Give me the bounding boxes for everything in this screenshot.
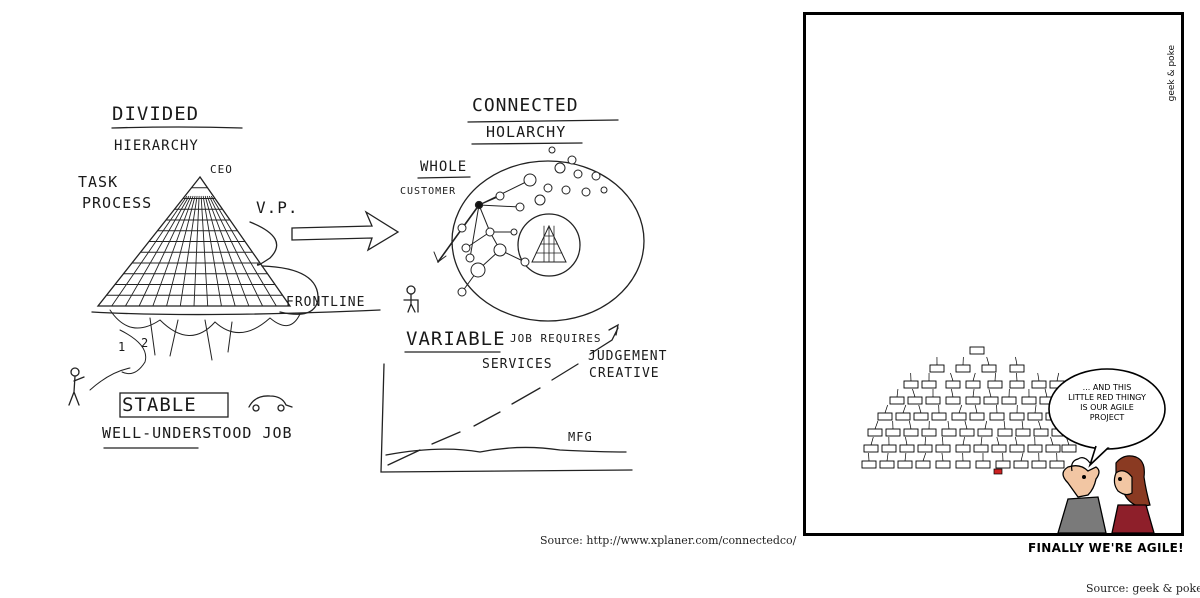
connected-underline [467, 119, 619, 123]
sketch-drawing [68, 119, 645, 473]
sketch-label-judgement: JUDGEMENT [588, 349, 668, 364]
customer-figure-icon [403, 285, 419, 313]
vp-loop [249, 221, 278, 266]
comic-drawing [861, 346, 1166, 533]
tangle [109, 309, 301, 336]
comic-source: Source: geek & poke [1086, 582, 1200, 595]
sketch-label-ceo: CEO [210, 163, 233, 176]
sketch-label-process: PROCESS [82, 194, 153, 212]
sketch-label-vp: V.P. [256, 198, 299, 217]
hierarchy-pyramid [96, 175, 292, 307]
org-chart [861, 346, 1083, 475]
vp-loop-2 [261, 265, 319, 315]
sketch-label-job: WELL-UNDERSTOOD JOB [102, 424, 293, 442]
frontline-ground [91, 309, 381, 316]
sketch-number-2: 2 [141, 336, 150, 350]
woman-figure [1111, 455, 1155, 533]
holarchy-underline [471, 142, 583, 145]
mfg-line [385, 446, 627, 456]
sketch-subtitle-hierarchy: HIERARCHY [114, 138, 199, 154]
speech-bubble-text: ... AND THIS LITTLE RED THINGY IS OUR AG… [1068, 383, 1146, 422]
sketch-label-whole: WHOLE [420, 159, 468, 175]
sketch-subtitle-holarchy: HOLARCHY [486, 123, 567, 141]
comic-caption: FINALLY WE'RE AGILE! [1028, 541, 1184, 555]
sketch-label-creative: CREATIVE [589, 366, 660, 381]
sketch-label-variable: VARIABLE [406, 328, 506, 350]
red-agile-project-box [993, 468, 1003, 475]
comic-credit: geek & poke [1167, 45, 1177, 102]
sketch-label-task: TASK [78, 173, 119, 191]
xplaner-sketch: DIVIDED HIERARCHY TASK PROCESS CEO V.P. … [68, 95, 796, 547]
sketch-label-job-requires: JOB REQUIRES [510, 332, 602, 345]
graph-axes [380, 363, 633, 473]
sketch-label-customer: CUSTOMER [400, 186, 457, 197]
inner-circle [517, 213, 581, 277]
sketch-title-divided: DIVIDED [112, 103, 200, 125]
car-icon [248, 395, 293, 408]
sketch-label-mfg: MFG [568, 430, 593, 444]
sketch-source: Source: http://www.xplaner.com/connected… [540, 534, 797, 547]
right-arrow-icon [291, 210, 400, 252]
network [433, 179, 531, 293]
stick-figure-icon [68, 367, 85, 406]
sketch-title-connected: CONNECTED [472, 95, 579, 116]
sketch-number-1: 1 [118, 340, 127, 354]
divided-underline [111, 126, 243, 129]
services-dashed-line [387, 327, 619, 466]
geek-and-poke-comic: geek & poke ... AND THIS LITTLE RED THIN… [803, 12, 1184, 536]
sketch-label-services: SERVICES [482, 357, 553, 372]
holarchy-circle [451, 160, 645, 322]
sketch-label-frontline: FRONTLINE [286, 295, 366, 310]
man-figure [1057, 457, 1107, 533]
stable-box [119, 392, 229, 418]
sketch-label-stable: STABLE [122, 394, 197, 416]
